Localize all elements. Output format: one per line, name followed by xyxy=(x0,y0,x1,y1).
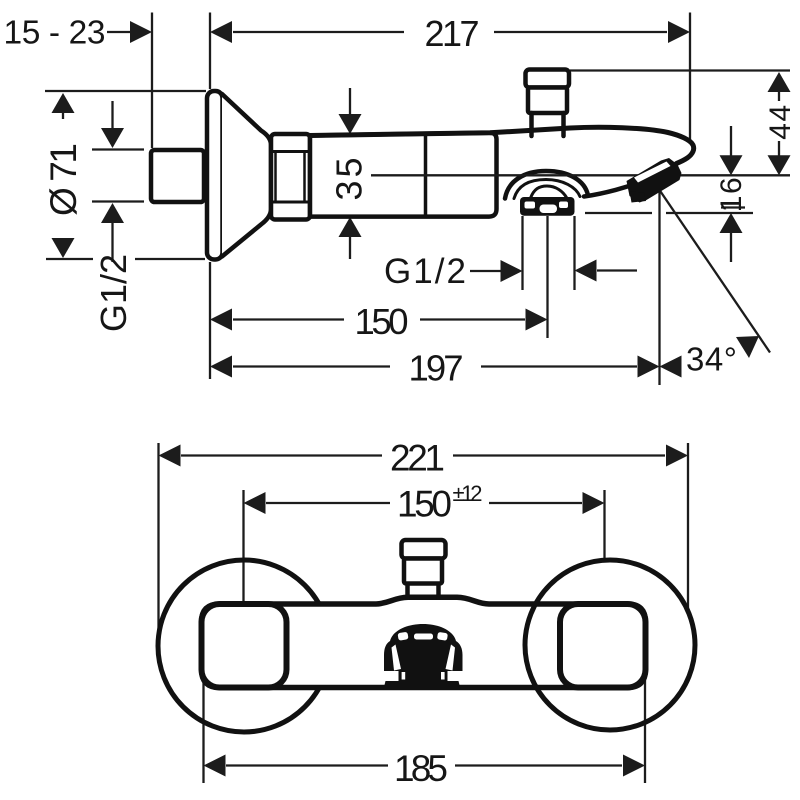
svg-text:16: 16 xyxy=(715,176,748,212)
svg-text:44: 44 xyxy=(764,103,797,139)
svg-text:217: 217 xyxy=(425,13,480,54)
svg-text:G1/2: G1/2 xyxy=(93,254,134,332)
svg-text:35: 35 xyxy=(329,154,370,200)
svg-text:221: 221 xyxy=(390,437,445,478)
svg-text:Ø 71: Ø 71 xyxy=(43,143,84,216)
svg-text:15 - 23: 15 - 23 xyxy=(4,15,106,52)
svg-text:150: 150 xyxy=(397,483,452,524)
svg-text:185: 185 xyxy=(394,748,448,789)
svg-text:34°: 34° xyxy=(686,341,737,378)
svg-text:±12: ±12 xyxy=(453,481,483,506)
svg-text:150: 150 xyxy=(355,301,409,342)
svg-text:197: 197 xyxy=(409,347,464,388)
svg-text:G1/2: G1/2 xyxy=(384,252,466,291)
